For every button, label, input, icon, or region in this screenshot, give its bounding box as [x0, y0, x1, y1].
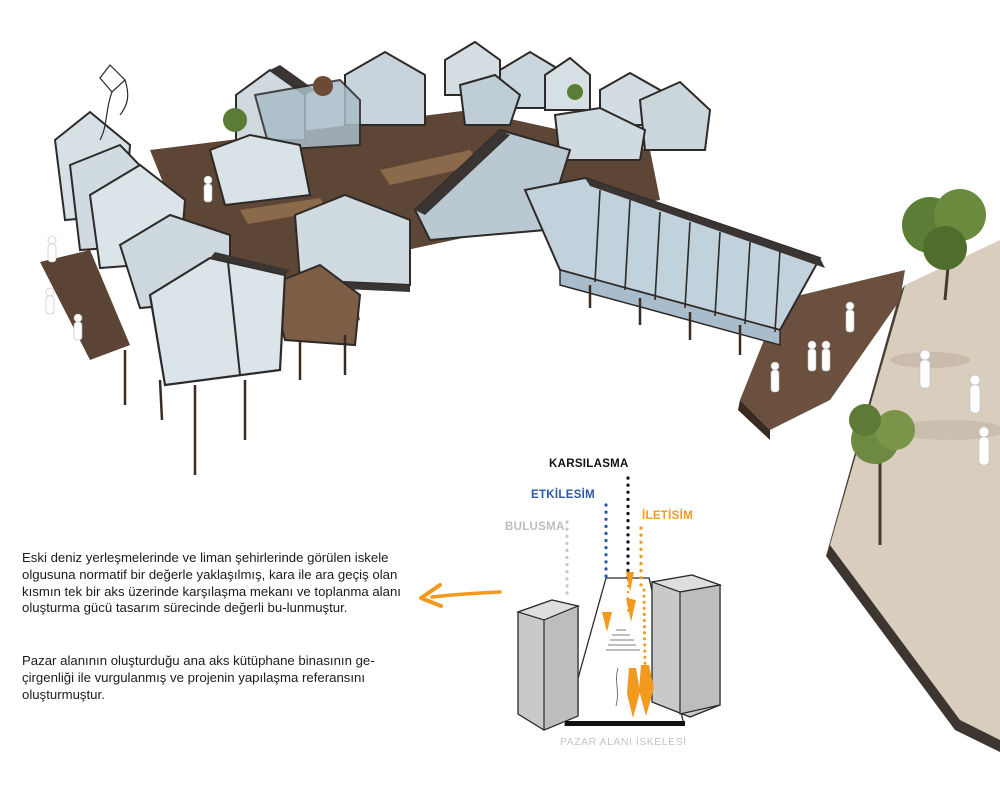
orange-flow-arrows [602, 572, 654, 718]
axis-diagram [516, 574, 723, 731]
description-paragraph-1: Eski deniz yerleşmelerinde ve liman şehi… [22, 550, 401, 616]
library-building [523, 176, 825, 355]
axis-dotted-lines [565, 476, 647, 670]
pier-base-line [565, 721, 685, 726]
tree-icon [223, 84, 986, 545]
label-karsilasma: KARSILASMA [549, 458, 629, 470]
description-paragraph-2: Pazar alanının oluşturduğu ana aks kütüp… [22, 653, 375, 702]
label-etkilesim: ETKİLESİM [531, 489, 596, 501]
arrow-left-icon [419, 583, 502, 608]
left-houses [53, 110, 347, 475]
label-pazar-alani-iskelesi: PAZAR ALANI İSKELESİ [560, 736, 687, 748]
back-buildings [235, 40, 712, 161]
mid-buildings [208, 128, 572, 347]
label-bulusma: BULUSMA [505, 521, 565, 533]
sketch-crowd [606, 629, 640, 707]
label-iletisim: İLETİSİM [642, 510, 693, 522]
kite-sketch [99, 64, 129, 141]
people-silhouettes [45, 175, 990, 466]
